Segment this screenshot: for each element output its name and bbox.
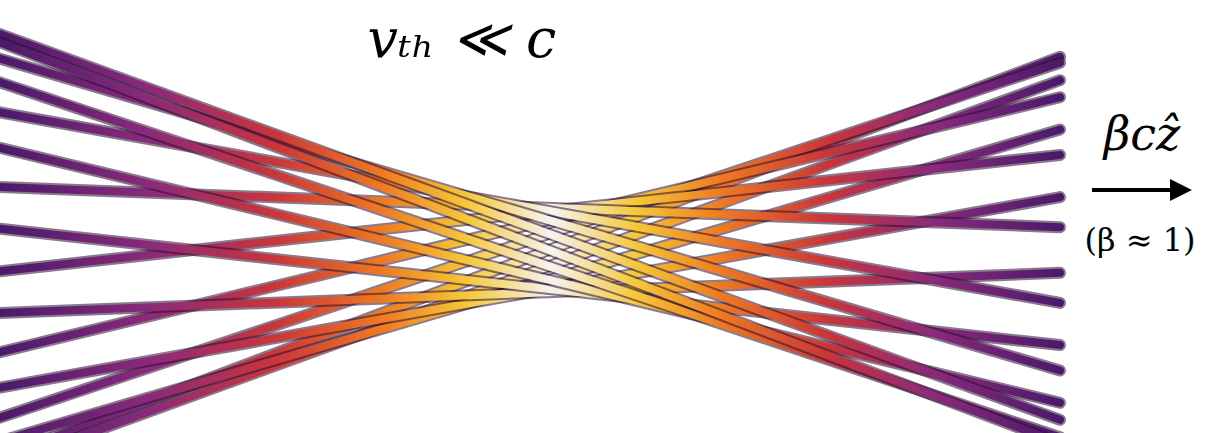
beam-velocity-label: βcẑ (1101, 108, 1184, 161)
velocity-arrow (1092, 179, 1192, 201)
thermal-velocity-label: vₜₕ ≪ c (365, 8, 560, 70)
beta-condition-label: (β ≈ 1) (1082, 222, 1199, 259)
particle-trajectories (0, 34, 1060, 433)
tube-outline (0, 42, 1060, 433)
tube-outline (0, 34, 1060, 420)
tube (0, 34, 1060, 420)
tube (0, 42, 1060, 433)
